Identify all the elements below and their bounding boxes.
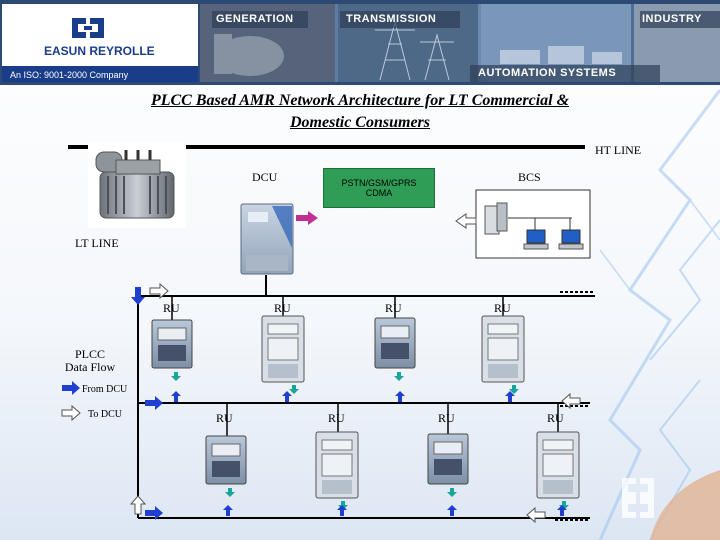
dcu-label: DCU [252, 170, 278, 184]
legend-from-arrow-icon [62, 381, 80, 395]
ru-label: RU [385, 301, 402, 315]
legend-title-2: Data Flow [64, 360, 116, 374]
ru-label: RU [274, 301, 291, 315]
meter-flow-arrows [171, 372, 569, 516]
legend-to-dcu: To DCU [88, 409, 123, 420]
company-name: EASUN REYROLLE [44, 44, 155, 58]
legend-title-1: PLCC [74, 347, 105, 361]
ru-meter-r1-3 [374, 317, 416, 369]
iso-tagline: An ISO: 9001-2000 Company [10, 70, 129, 80]
lt-line-label: LT LINE [75, 236, 119, 250]
ru-meter-r2-4 [536, 431, 580, 499]
page-title: PLCC Based AMR Network Architecture for … [60, 90, 660, 134]
arrow-to-dcu [296, 211, 318, 225]
ru-meter-r2-2 [315, 431, 359, 499]
transformer-icon [88, 142, 186, 228]
ru-meter-r2-1 [205, 435, 247, 485]
pstn-label-2: CDMA [365, 188, 393, 198]
pstn-label-1: PSTN/GSM/GPRS [341, 178, 417, 188]
ru-meter-r1-1 [151, 319, 193, 369]
banner-generation: GENERATION [216, 13, 294, 25]
dcu-device [240, 203, 294, 275]
lt-flow-arrows [129, 282, 581, 524]
legend-title: PLCC Data Flow [58, 348, 122, 374]
bcs-label: BCS [518, 170, 541, 184]
legend-to-arrow-icon [61, 404, 81, 422]
ru-meter-r1-4 [481, 315, 525, 383]
banner-transmission: TRANSMISSION [346, 13, 437, 25]
banner-automation: AUTOMATION SYSTEMS [478, 67, 617, 79]
ru-label: RU [163, 301, 180, 315]
arrow-to-pstn [455, 213, 477, 229]
legend-from-dcu: From DCU [82, 384, 128, 395]
pstn-network-box: PSTN/GSM/GPRS CDMA [323, 168, 435, 208]
banner-industry: INDUSTRY [642, 13, 702, 25]
bcs-workstation-icon-1 [523, 229, 549, 250]
ru-meter-r2-3 [427, 433, 469, 485]
ru-label: RU [216, 411, 233, 425]
bcs-server-icon [484, 202, 508, 235]
ru-label: RU [328, 411, 345, 425]
title-line-1: PLCC Based AMR Network Architecture for … [150, 92, 570, 109]
ht-line-label: HT LINE [595, 143, 642, 157]
ru-label: RU [547, 411, 564, 425]
corner-logo-decoration [622, 470, 720, 540]
ru-label: RU [494, 301, 511, 315]
ru-label: RU [438, 411, 455, 425]
company-logo [72, 18, 104, 38]
title-line-2: Domestic Consumers [289, 114, 430, 131]
ru-meter-r1-2 [261, 315, 305, 383]
bcs-workstation-icon-2 [558, 229, 584, 250]
